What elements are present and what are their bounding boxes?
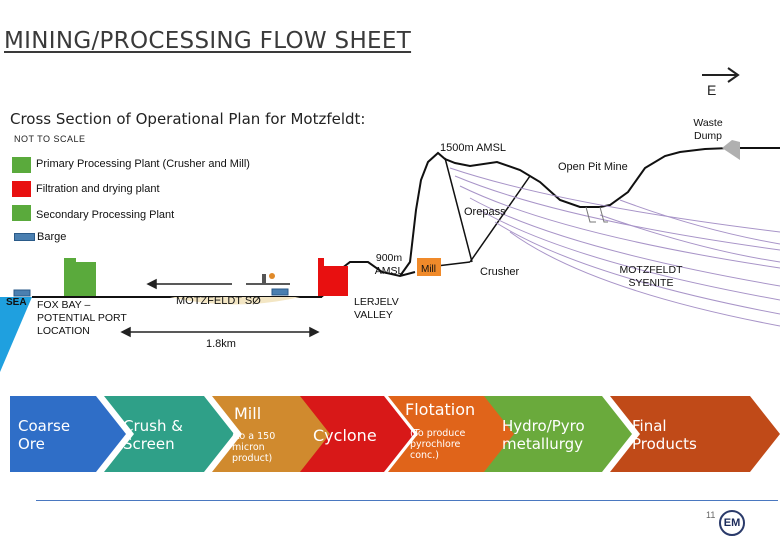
chevron-cyclone xyxy=(300,396,414,472)
flow-step-mill: Mill xyxy=(234,404,262,423)
barge-left xyxy=(13,289,31,297)
section-subtitle: Cross Section of Operational Plan for Mo… xyxy=(10,110,366,128)
direction-label: E xyxy=(707,82,717,98)
chevron-mill xyxy=(212,396,332,472)
flow-step-coarse-ore: Coarse Ore xyxy=(18,417,71,453)
chevron-hydro-pyro xyxy=(484,396,632,472)
lake-motzfeldt-so xyxy=(170,297,300,305)
cross-section-diagram xyxy=(0,140,780,372)
barge-right xyxy=(271,288,289,296)
footer-divider xyxy=(36,500,778,501)
flow-step-hydro-pyro: Hydro/Pyro metallurgy xyxy=(502,417,585,453)
company-logo: EM xyxy=(719,510,745,536)
secondary-plant-building xyxy=(64,258,96,296)
distance-marker xyxy=(120,326,320,338)
chevron-flotation xyxy=(388,396,516,472)
legend-swatch-primary xyxy=(12,157,31,173)
scale-note: NOT TO SCALE xyxy=(14,134,86,144)
fox-bay-label: FOX BAY – POTENTIAL PORT LOCATION xyxy=(37,299,127,337)
flow-step-final-products: Final Products xyxy=(632,417,697,453)
amsl-900-label: 900m AMSL xyxy=(374,252,404,277)
chevron-crush-screen xyxy=(104,396,234,472)
logo-text: EM xyxy=(723,517,741,529)
east-arrow-icon xyxy=(702,67,740,83)
waste-dump xyxy=(722,140,740,160)
legend-label-barge: Barge xyxy=(37,231,67,243)
flow-step-mill-note: (to a 150 micron product) xyxy=(232,431,276,464)
mill-building xyxy=(417,258,441,276)
legend-label-secondary: Secondary Processing Plant xyxy=(36,209,175,221)
mill-label: Mill xyxy=(421,264,436,275)
motzfeldt-so-label: MOTZFELDT SØ xyxy=(176,295,261,307)
page-title: MINING/PROCESSING FLOW SHEET xyxy=(4,28,412,54)
rock-layers xyxy=(449,167,780,327)
legend-swatch-filtration xyxy=(12,181,31,197)
sea-area xyxy=(0,297,32,372)
legend-swatch-secondary xyxy=(12,205,31,221)
legend-label-primary: Primary Processing Plant (Crusher and Mi… xyxy=(36,158,250,170)
chevron-final-products xyxy=(610,396,780,472)
open-pit-label: Open Pit Mine xyxy=(558,161,628,173)
distance-label: 1.8km xyxy=(206,338,236,350)
flow-step-crush-screen: Crush & Screen xyxy=(123,417,183,453)
lerjelv-label: LERJELV VALLEY xyxy=(354,296,399,321)
flow-step-flotation: Flotation xyxy=(405,400,476,419)
mountain-profile xyxy=(399,147,780,277)
waste-dump-label: Waste Dump xyxy=(693,117,723,142)
process-flow-chevrons xyxy=(10,396,780,472)
flow-step-cyclone: Cyclone xyxy=(313,426,377,445)
orepass-label: Orepass xyxy=(464,206,506,218)
legend-label-filtration: Filtration and drying plant xyxy=(36,183,160,195)
legend-swatch-barge xyxy=(14,233,35,241)
filtration-plant-building xyxy=(318,258,348,296)
page-number: 11 xyxy=(706,510,716,520)
amsl-1500-label: 1500m AMSL xyxy=(440,142,507,154)
chevron-coarse-ore xyxy=(10,396,126,472)
flow-step-flotation-note: (To produce pyrochlore conc.) xyxy=(410,428,466,461)
syenite-label: MOTZFELDT SYENITE xyxy=(619,264,683,289)
sea-label: SEA xyxy=(6,297,27,308)
crusher-label: Crusher xyxy=(480,266,520,278)
